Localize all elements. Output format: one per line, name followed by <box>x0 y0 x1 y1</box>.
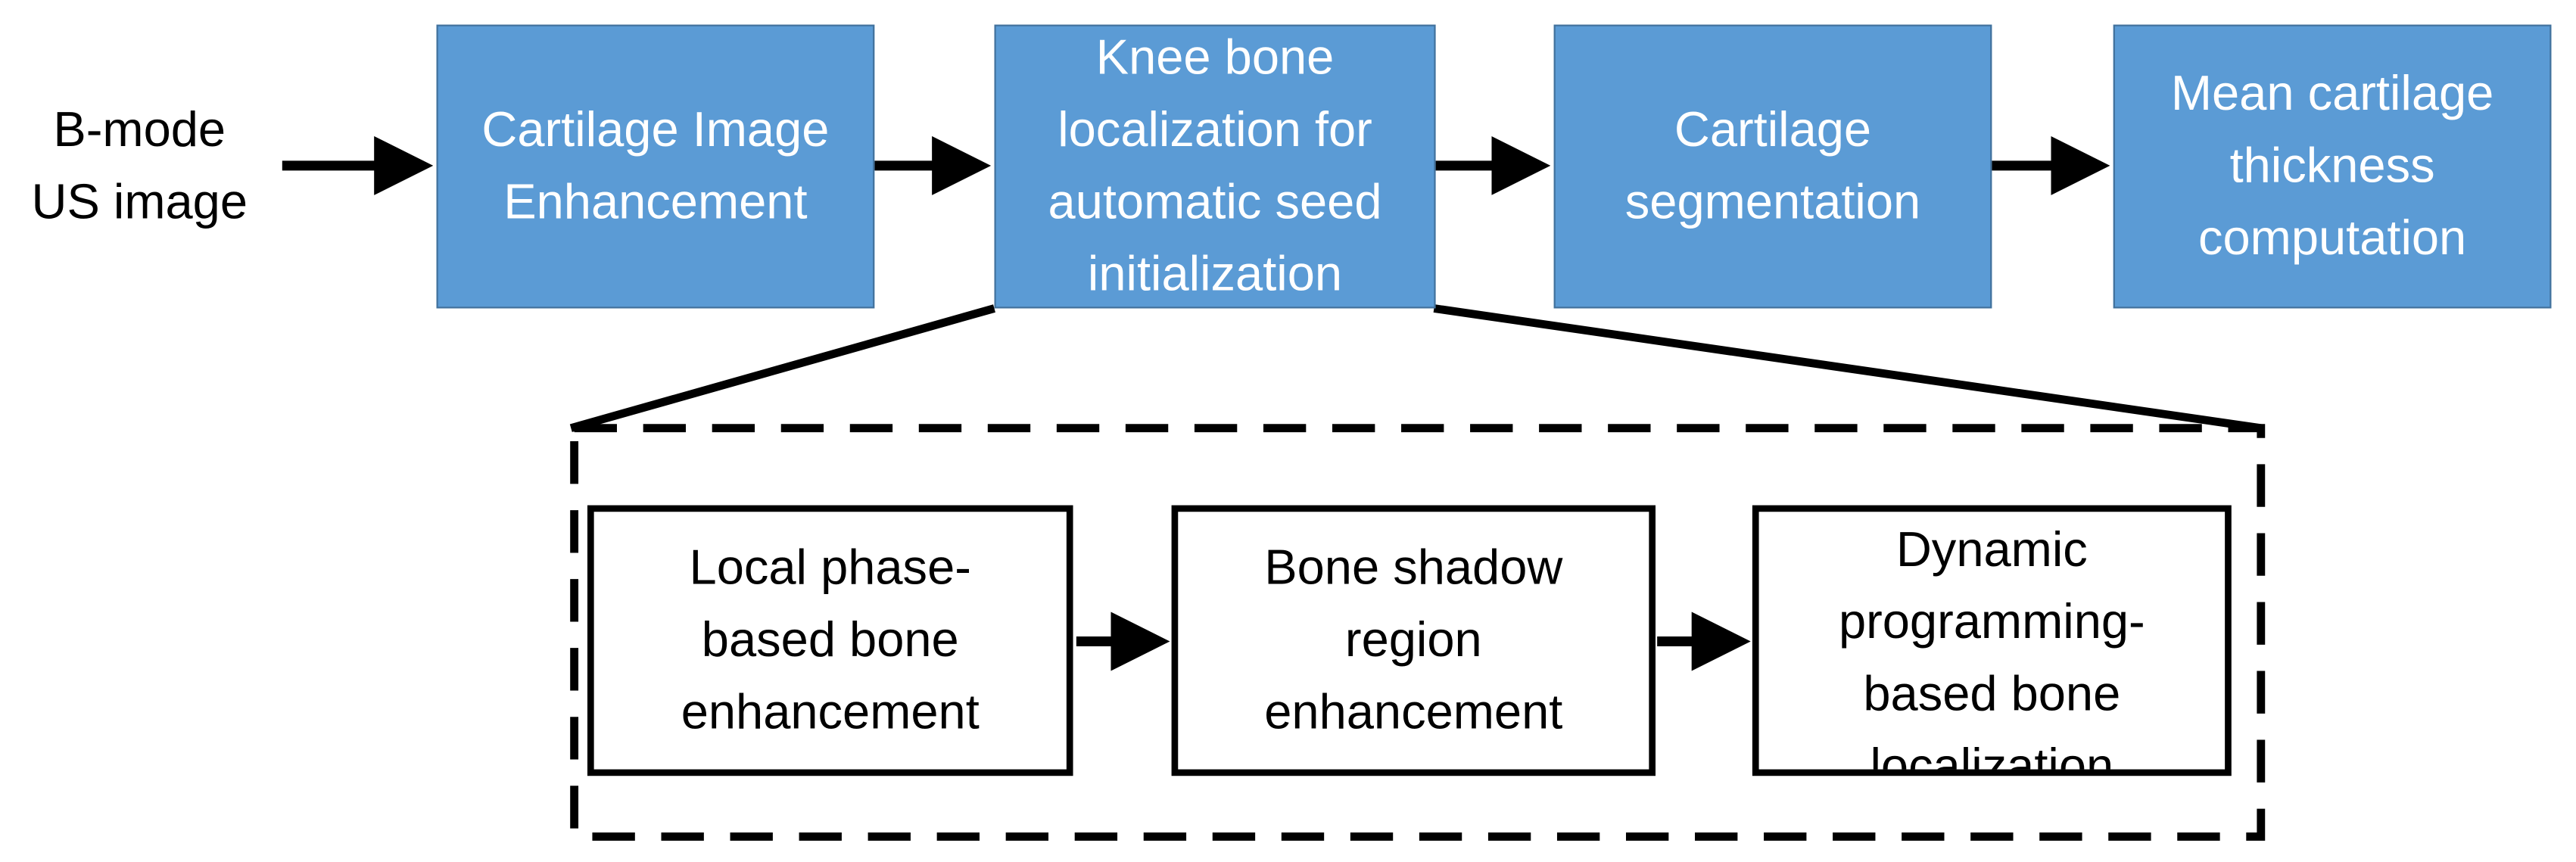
detail-dashed-frame <box>570 424 2266 841</box>
detail-step-dynamic-programming-localization: Dynamic programming- based bone localiza… <box>1752 505 2232 776</box>
input-label: B-mode US image <box>31 103 248 230</box>
detail-step-local-phase-enhancement: Local phase- based bone enhancement <box>587 505 1073 776</box>
zoom-line-left <box>569 304 995 432</box>
zoom-line-right <box>1433 304 2262 433</box>
step-cartilage-segmentation: Cartilage segmentation <box>1553 24 1992 309</box>
step-knee-bone-localization: Knee bone localization for automatic see… <box>994 24 1436 309</box>
step-cartilage-image-enhancement: Cartilage Image Enhancement <box>436 24 875 309</box>
detail-step-bone-shadow-enhancement: Bone shadow region enhancement <box>1171 505 1656 776</box>
step-mean-cartilage-thickness: Mean cartilage thickness computation <box>2113 24 2552 309</box>
